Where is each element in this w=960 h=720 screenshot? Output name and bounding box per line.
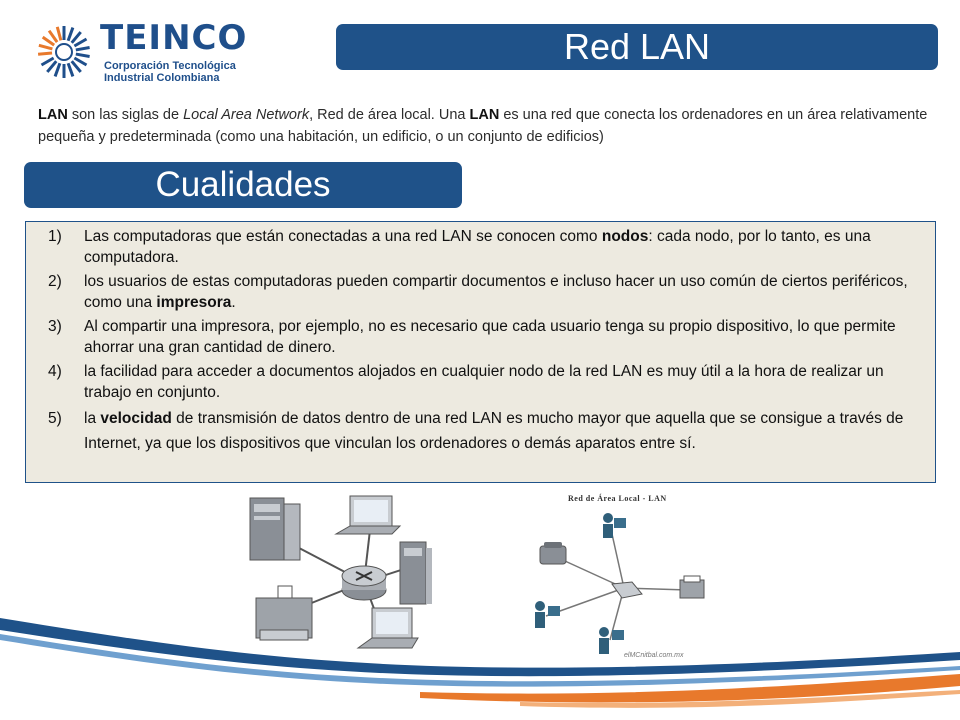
qualities-box: 1)Las computadoras que están conectadas …	[25, 221, 936, 483]
laptop-icon	[334, 495, 402, 535]
diagram-watermark: elMCnitbal.com.mx	[624, 652, 684, 659]
logo-title: TEINCO	[100, 18, 248, 58]
intro-paragraph: LAN son las siglas de Local Area Network…	[38, 107, 928, 145]
telephone-icon	[539, 542, 567, 565]
decorative-swoosh	[0, 618, 960, 708]
user-at-computer-icon	[599, 627, 624, 654]
server-tower-icon	[249, 497, 301, 561]
user-at-computer-icon	[535, 601, 560, 628]
lan-diagram-illustration	[535, 513, 705, 654]
list-item: 1)Las computadoras que están conectadas …	[48, 228, 871, 266]
list-item: 3)Al compartir una impresora, por ejempl…	[48, 318, 896, 356]
server-tower-icon	[399, 541, 432, 605]
sunburst-logo-icon	[37, 26, 90, 78]
teinco-logo: TEINCO Corporación Tecnológica Industria…	[36, 18, 286, 84]
user-at-computer-icon	[603, 513, 626, 538]
switch-icon	[611, 581, 643, 599]
laptop-icon	[356, 607, 419, 649]
slide-title: Red LAN	[336, 24, 938, 70]
diagram-title: Red de Área Local - LAN	[568, 494, 667, 503]
printer-icon	[679, 575, 705, 599]
section-title: Cualidades	[24, 162, 462, 208]
lan-star-network-illustration	[249, 495, 432, 649]
list-item: 4)la facilidad para acceder a documentos…	[48, 363, 884, 401]
list-item: 2)los usuarios de estas computadoras pue…	[48, 273, 908, 311]
router-icon	[341, 565, 387, 601]
logo-subtitle: Corporación Tecnológica Industrial Colom…	[104, 60, 236, 84]
printer-icon	[255, 585, 313, 641]
list-item: 5)la velocidad de transmisión de datos d…	[48, 410, 904, 452]
qualities-list: 1)Las computadoras que están conectadas …	[26, 222, 935, 456]
